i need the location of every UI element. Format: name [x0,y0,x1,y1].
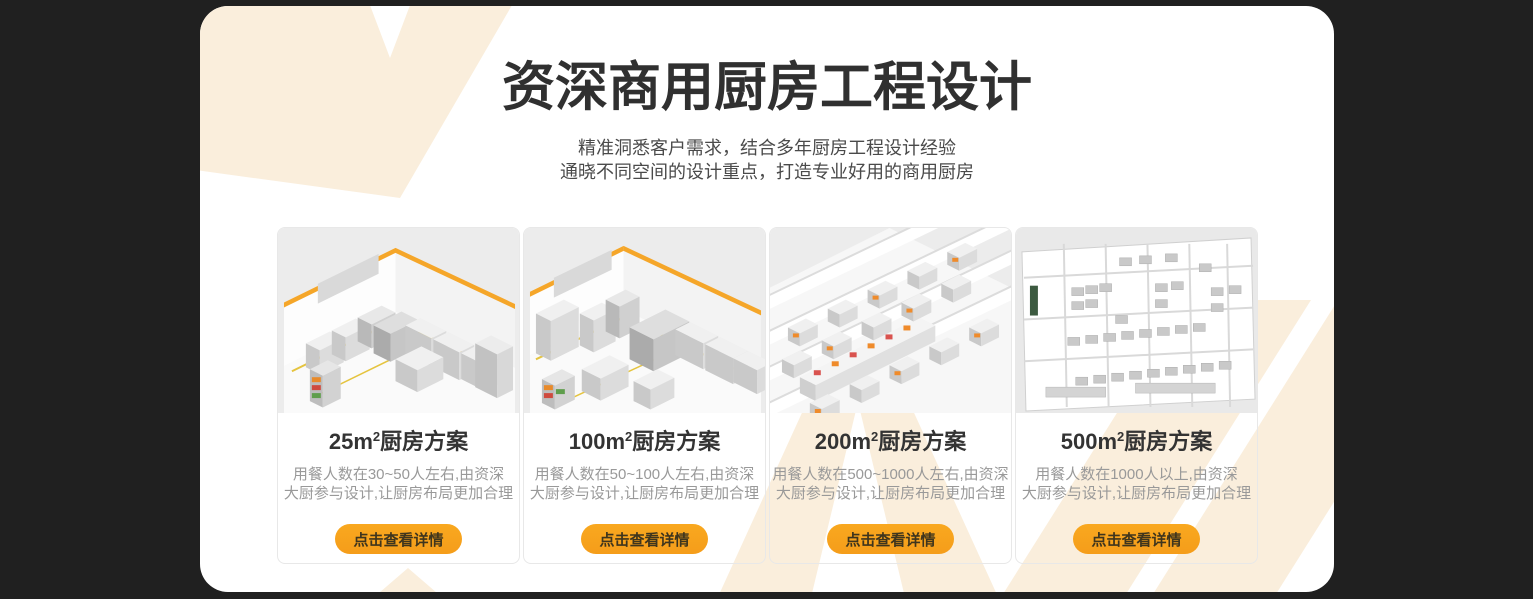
subtitle-line-2: 通晓不同空间的设计重点，打造专业好用的商用厨房 [560,162,974,182]
plan-card[interactable]: 100m2厨房方案 用餐人数在50~100人左右,由资深大厨参与设计,让厨房布局… [523,227,766,564]
plan-card[interactable]: 25m2厨房方案 用餐人数在30~50人左右,由资深大厨参与设计,让厨房布局更加… [277,227,520,564]
plan-title: 200m2厨房方案 [814,429,967,454]
view-details-button[interactable]: 点击查看详情 [1073,524,1200,554]
plan-description: 用餐人数在30~50人左右,由资深大厨参与设计,让厨房布局更加合理 [283,466,514,502]
view-details-button[interactable]: 点击查看详情 [581,524,708,554]
subtitle-line-1: 精准洞悉客户需求，结合多年厨房工程设计经验 [578,138,956,158]
kitchen-illustration [524,228,765,413]
plan-description: 用餐人数在500~1000人左右,由资深大厨参与设计,让厨房布局更加合理 [772,466,1009,502]
plan-description: 用餐人数在50~100人左右,由资深大厨参与设计,让厨房布局更加合理 [529,466,760,502]
plan-description: 用餐人数在1000人以上,由资深大厨参与设计,让厨房布局更加合理 [1021,466,1252,502]
plan-title: 25m2厨房方案 [328,429,469,454]
kitchen-illustration [770,228,1011,413]
section-subtitle: 精准洞悉客户需求，结合多年厨房工程设计经验 通晓不同空间的设计重点，打造专业好用… [200,136,1334,184]
view-details-button[interactable]: 点击查看详情 [827,524,954,554]
plan-cards: 25m2厨房方案 用餐人数在30~50人左右,由资深大厨参与设计,让厨房布局更加… [277,227,1258,564]
plan-card[interactable]: 500m2厨房方案 用餐人数在1000人以上,由资深大厨参与设计,让厨房布局更加… [1015,227,1258,564]
view-details-button[interactable]: 点击查看详情 [335,524,462,554]
plan-title: 100m2厨房方案 [568,429,721,454]
kitchen-illustration [278,228,519,413]
section-title: 资深商用厨房工程设计 [502,58,1032,117]
kitchen-illustration [1016,228,1257,413]
plan-title: 500m2厨房方案 [1060,429,1213,454]
content-panel: 资深商用厨房工程设计 精准洞悉客户需求，结合多年厨房工程设计经验 通晓不同空间的… [200,6,1334,592]
plan-card[interactable]: 200m2厨房方案 用餐人数在500~1000人左右,由资深大厨参与设计,让厨房… [769,227,1012,564]
